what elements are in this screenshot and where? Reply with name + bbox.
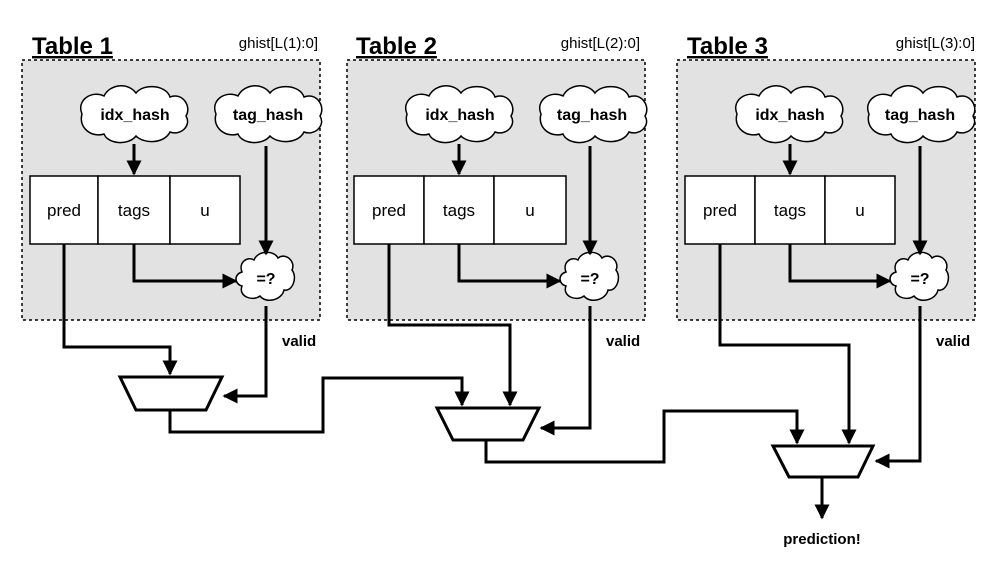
table-2-pred-cell xyxy=(353,175,425,245)
table-2-u-label: u xyxy=(525,201,534,220)
table-1-valid-label: valid xyxy=(282,333,316,350)
table-2-pred-label: pred xyxy=(372,201,406,220)
table-3-ghist-label: ghist[L(3):0] xyxy=(896,35,975,52)
table-2-u-cell xyxy=(493,175,567,245)
table-2-idx-hash-label: idx_hash xyxy=(425,107,494,124)
table-2-tags-cell xyxy=(423,175,495,245)
table-3-tags-to-compare-arrow xyxy=(788,244,892,289)
table-1-u-label: u xyxy=(200,201,209,220)
table-1-tags-label: tags xyxy=(118,201,150,220)
table-1-tag-hash-label: tag_hash xyxy=(233,107,303,124)
table-1-tag-hash-cloud: tag_hash xyxy=(213,85,323,144)
table-2-compare-label: =? xyxy=(580,271,599,288)
table-3-pred-label: pred xyxy=(703,201,737,220)
table-1-u-cell xyxy=(169,175,241,245)
table-1-idx-hash-cloud: idx_hash xyxy=(79,85,189,144)
table-3-pred-cell xyxy=(684,175,756,245)
table-3-pred-to-mux-3-wire xyxy=(718,244,857,445)
table-2-valid-label: valid xyxy=(606,333,640,350)
table-2-tag-hash-cloud: tag_hash xyxy=(538,85,648,144)
table-2-valid-to-mux-2-wire xyxy=(539,306,592,436)
table-2-ghist-label: ghist[L(2):0] xyxy=(561,35,640,52)
table-3-compare-cloud: =? xyxy=(889,251,950,301)
table-2-tags-to-compare-arrow xyxy=(457,244,562,289)
table-2-compare-cloud: =? xyxy=(559,251,620,301)
table-1-pred-label: pred xyxy=(47,201,81,220)
table-2-pred-to-mux-2-wire xyxy=(387,244,518,407)
table-2-tags-label: tags xyxy=(443,201,475,220)
table-2-title: Table 2 xyxy=(356,33,437,60)
table-3-valid-to-mux-3-wire xyxy=(874,306,922,469)
table-3-idx-hash-cloud: idx_hash xyxy=(734,85,844,144)
table-3-tags-label: tags xyxy=(774,201,806,220)
table-3-u-cell xyxy=(824,175,896,245)
table-1-valid-to-mux-1-wire xyxy=(222,306,268,404)
table-2-idx-hash-cloud: idx_hash xyxy=(404,85,514,144)
table-1-title: Table 1 xyxy=(32,33,113,60)
table-3-idx-hash-label: idx_hash xyxy=(755,107,824,124)
mux-2 xyxy=(434,406,542,442)
table-1-idx-hash-label: idx_hash xyxy=(100,107,169,124)
table-1-pred-to-mux-1-wire xyxy=(62,244,178,376)
table-1: Table 1 ghist[L(1):0] idx_hash tag_hash … xyxy=(21,33,323,350)
table-1-compare-cloud: =? xyxy=(235,251,296,301)
table-2-tag-hash-label: tag_hash xyxy=(557,107,627,124)
table-3-tag-hash-label: tag_hash xyxy=(885,107,955,124)
table-3-tag-hash-cloud: tag_hash xyxy=(866,85,976,144)
mux-2-to-mux-3-wire xyxy=(484,409,805,464)
prediction-output-label: prediction! xyxy=(783,531,861,548)
table-1-ghist-label: ghist[L(1):0] xyxy=(239,35,318,52)
table-3-compare-label: =? xyxy=(910,271,929,288)
table-3: Table 3 ghist[L(3):0] idx_hash tag_hash … xyxy=(676,33,976,350)
table-2: Table 2 ghist[L(2):0] idx_hash tag_hash … xyxy=(346,33,648,350)
mux-3 xyxy=(770,444,876,479)
table-3-tags-cell xyxy=(754,175,826,245)
table-3-u-label: u xyxy=(855,201,864,220)
mux-1 xyxy=(117,375,225,412)
table-3-valid-label: valid xyxy=(936,333,970,350)
mux-1-to-mux-2-wire xyxy=(168,376,470,434)
table-3-title: Table 3 xyxy=(687,33,768,60)
table-1-compare-label: =? xyxy=(256,271,275,288)
table-1-tags-to-compare-arrow xyxy=(132,244,238,289)
